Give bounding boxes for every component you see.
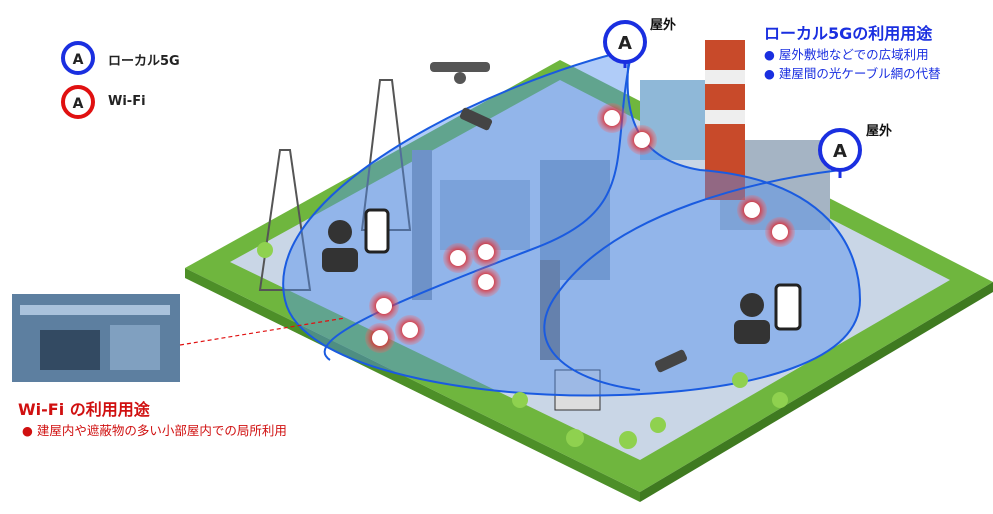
tower-outdoor-label: 屋外 xyxy=(866,124,893,139)
svg-text:A: A xyxy=(73,52,84,68)
local5g-tower-icon: A xyxy=(818,128,862,178)
smartphone-icon xyxy=(364,208,390,254)
wifi-usage-item: ● 建屋内や遮蔽物の多い小部屋内での局所利用 xyxy=(22,423,287,438)
legend-wifi-label: Wi-Fi xyxy=(108,94,146,109)
legend-local5g-label: ローカル5G xyxy=(108,54,180,69)
security-camera-icon xyxy=(654,349,688,373)
svg-text:A: A xyxy=(833,141,847,162)
worker-icon xyxy=(734,293,770,344)
wifi-legend-icon: A xyxy=(61,85,95,119)
item-text: 建屋間の光ケーブル網の代替 xyxy=(778,66,941,81)
item-text: 屋外敷地などでの広域利用 xyxy=(778,47,929,62)
local5g-coverage-area xyxy=(282,48,862,397)
local5g-legend-icon: A xyxy=(61,41,95,75)
drone-icon xyxy=(430,62,490,84)
smartphone-icon xyxy=(774,283,802,331)
wifi-usage-panel: Wi-Fi の利用用途 ● 建屋内や遮蔽物の多い小部屋内での局所利用 xyxy=(18,396,287,439)
svg-text:A: A xyxy=(73,96,84,112)
worker-icon xyxy=(322,220,358,272)
wifi-usage-title: Wi-Fi の利用用途 xyxy=(18,400,150,419)
local5g-usage-title: ローカル5Gの利用用途 xyxy=(764,24,933,43)
local5g-usage-item: ● 建屋間の光ケーブル網の代替 xyxy=(764,66,941,81)
security-camera-icon xyxy=(459,107,493,131)
item-text: 建屋内や遮蔽物の多い小部屋内での局所利用 xyxy=(36,423,287,438)
local5g-tower-icon: A xyxy=(603,20,647,68)
tower-outdoor-label: 屋外 xyxy=(650,18,677,33)
svg-text:A: A xyxy=(618,33,632,54)
local5g-usage-item: ● 屋外敷地などでの広域利用 xyxy=(764,47,929,62)
local5g-usage-panel: ローカル5Gの利用用途 ● 屋外敷地などでの広域利用 ● 建屋間の光ケーブル網の… xyxy=(764,20,941,82)
